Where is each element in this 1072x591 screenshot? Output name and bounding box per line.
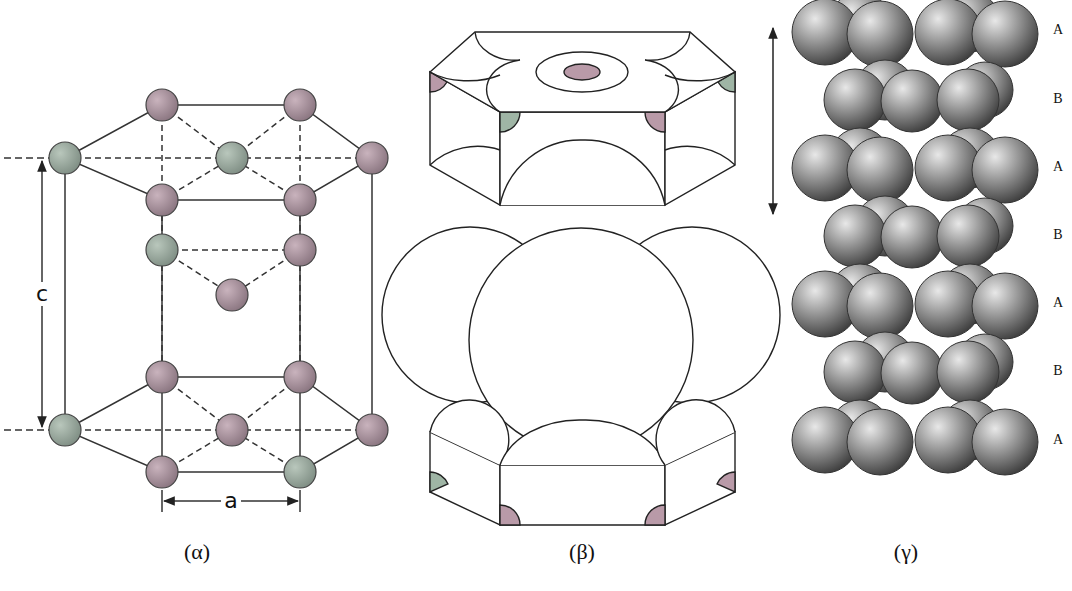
hard-sphere-cell [382, 32, 780, 525]
panel-label: (α) [184, 541, 210, 563]
layer-label: B [1053, 364, 1062, 378]
layer-label: B [1053, 228, 1062, 242]
panel-label: (γ) [894, 541, 918, 563]
hcp-unit-cell [4, 105, 372, 512]
dimension-label: a [221, 489, 240, 513]
layer-label: A [1053, 433, 1063, 447]
atom-spheres [49, 89, 388, 488]
dimension-label: c [33, 282, 51, 306]
panel-label: (β) [569, 541, 595, 563]
layer-label: A [1053, 296, 1063, 310]
layer-label: A [1053, 23, 1063, 37]
layer-label: A [1053, 160, 1063, 174]
layer-label: B [1053, 92, 1062, 106]
stacking-sequence [773, 0, 1038, 475]
